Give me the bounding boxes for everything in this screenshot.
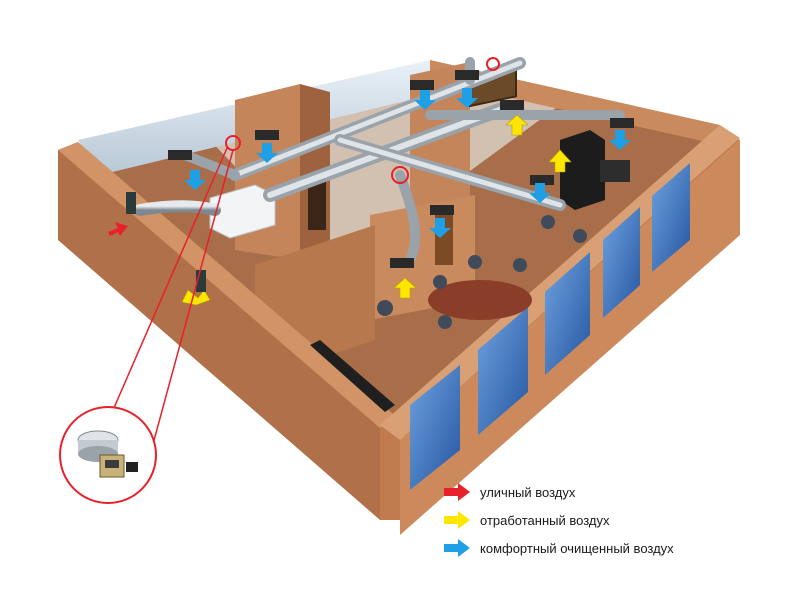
- server-cabinet: [560, 130, 605, 210]
- red-arrow-icon: [444, 483, 470, 501]
- legend: уличный воздух отработанный воздух комфо…: [444, 478, 784, 562]
- legend-item-clean-air: комфортный очищенный воздух: [444, 534, 784, 562]
- window-2: [478, 307, 528, 435]
- blue-arrow-icon: [444, 539, 470, 557]
- window-1: [410, 365, 460, 490]
- legend-label: уличный воздух: [480, 484, 576, 500]
- window-3: [545, 252, 590, 375]
- diffusers: [168, 70, 634, 268]
- window-5: [652, 163, 690, 272]
- red-flow-arrows: [108, 222, 128, 236]
- callout-lines: [99, 147, 234, 456]
- yellow-flow-arrows: [181, 114, 572, 306]
- door: [308, 180, 326, 230]
- legend-label: комфортный очищенный воздух: [480, 540, 674, 556]
- left-wall-face: [58, 150, 380, 520]
- ventilation-unit: [209, 184, 276, 239]
- legend-item-outdoor-air: уличный воздух: [444, 478, 784, 506]
- intake-grille: [126, 192, 136, 214]
- duct-network: [134, 57, 625, 265]
- legend-label: отработанный воздух: [480, 512, 610, 528]
- exhaust-grille: [196, 270, 206, 292]
- legend-item-exhaust-air: отработанный воздух: [444, 506, 784, 534]
- blue-flow-arrows: [184, 88, 631, 238]
- chairs: [377, 215, 587, 329]
- window-4: [603, 207, 640, 318]
- damper-detail-callout: [59, 406, 157, 504]
- meeting-table: [428, 280, 532, 320]
- yellow-arrow-icon: [444, 511, 470, 529]
- radiator: [310, 340, 395, 412]
- workstation: [600, 160, 630, 182]
